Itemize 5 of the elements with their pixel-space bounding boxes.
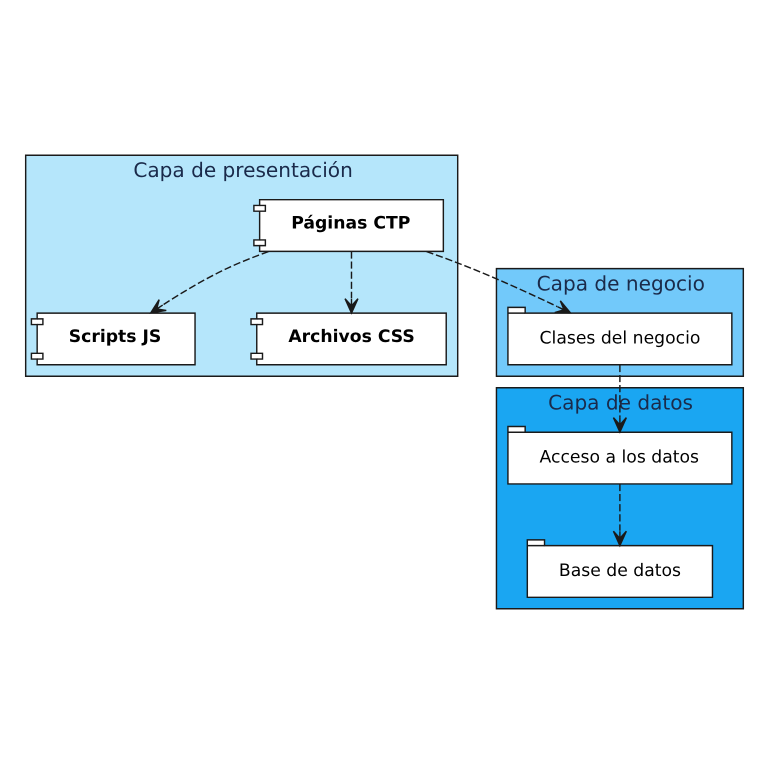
arrow: [344, 251, 359, 314]
arrow: [150, 250, 269, 314]
arrow: [426, 250, 572, 314]
arrow: [612, 364, 628, 432]
arrow: [612, 484, 628, 546]
